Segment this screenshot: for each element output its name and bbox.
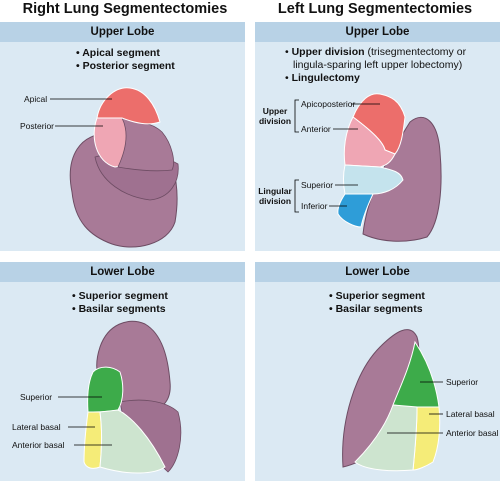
- panel-left-upper-lobe: Upper Lobe • Upper division (trisegmente…: [255, 22, 500, 251]
- bullet-item: • Posterior segment: [76, 60, 175, 72]
- bullet-continuation: lingula-sparing left upper lobectomy): [293, 59, 463, 71]
- label-anterior: Anterior: [301, 124, 331, 134]
- anterior-segment-shape: [343, 116, 396, 168]
- panel-header: Lower Lobe: [0, 262, 245, 282]
- bullet-item: • Lingulectomy: [285, 72, 360, 84]
- group-upper-division: Upper division: [258, 106, 292, 126]
- panel-right-upper-lobe: Upper Lobe • Apical segment • Posterior …: [0, 22, 245, 251]
- group-lingular-division: Lingular division: [258, 186, 292, 206]
- bullet-item: • Superior segment: [329, 290, 425, 302]
- right-lung-title: Right Lung Segmentectomies: [22, 1, 228, 17]
- superior-segment-shape: [87, 366, 124, 413]
- panel-header: Upper Lobe: [0, 22, 245, 42]
- label-superior: Superior: [446, 377, 479, 387]
- anterior-basal-segment-shape: [99, 409, 166, 474]
- right-upper-lobe-rest-shape: [117, 117, 174, 172]
- label-lateral-basal: Lateral basal: [446, 409, 495, 419]
- label-lateral-basal: Lateral basal: [12, 422, 61, 432]
- right-lower-lobe-illustration: [58, 320, 182, 474]
- bullet-item: • Basilar segments: [329, 303, 423, 315]
- left-lung-title: Left Lung Segmentectomies: [277, 1, 473, 17]
- lingula-inferior-shape: [337, 193, 374, 228]
- bullet-item: • Upper division (trisegmentectomy or: [285, 46, 467, 58]
- label-apicoposterior: Apicoposterior: [301, 99, 356, 109]
- panel-left-lower-lobe: Lower Lobe • Superior segment • Basilar …: [255, 262, 500, 481]
- lingula-superior-shape: [343, 164, 404, 195]
- label-superior: Superior: [20, 392, 53, 402]
- bullet-item: • Basilar segments: [72, 303, 166, 315]
- label-lingula-inferior: Inferior: [301, 201, 328, 211]
- left-lower-lobe-illustration: [342, 329, 443, 472]
- label-apical: Apical: [24, 94, 48, 104]
- panel-header: Upper Lobe: [255, 22, 500, 42]
- bullet-item: • Superior segment: [72, 290, 168, 302]
- panel-right-lower-lobe: Lower Lobe • Superior segment • Basilar …: [0, 262, 245, 481]
- bullet-item: • Apical segment: [76, 47, 160, 59]
- label-anterior-basal: Anterior basal: [446, 428, 499, 438]
- label-posterior: Posterior: [20, 121, 55, 131]
- right-upper-lobe-illustration: [50, 87, 179, 248]
- lateral-basal-segment-shape: [83, 411, 102, 469]
- apical-segment-shape: [96, 87, 161, 125]
- panel-header: Lower Lobe: [255, 262, 500, 282]
- label-anterior-basal: Anterior basal: [12, 440, 65, 450]
- label-lingula-superior: Superior: [301, 180, 334, 190]
- left-upper-lobe-illustration: [294, 93, 442, 242]
